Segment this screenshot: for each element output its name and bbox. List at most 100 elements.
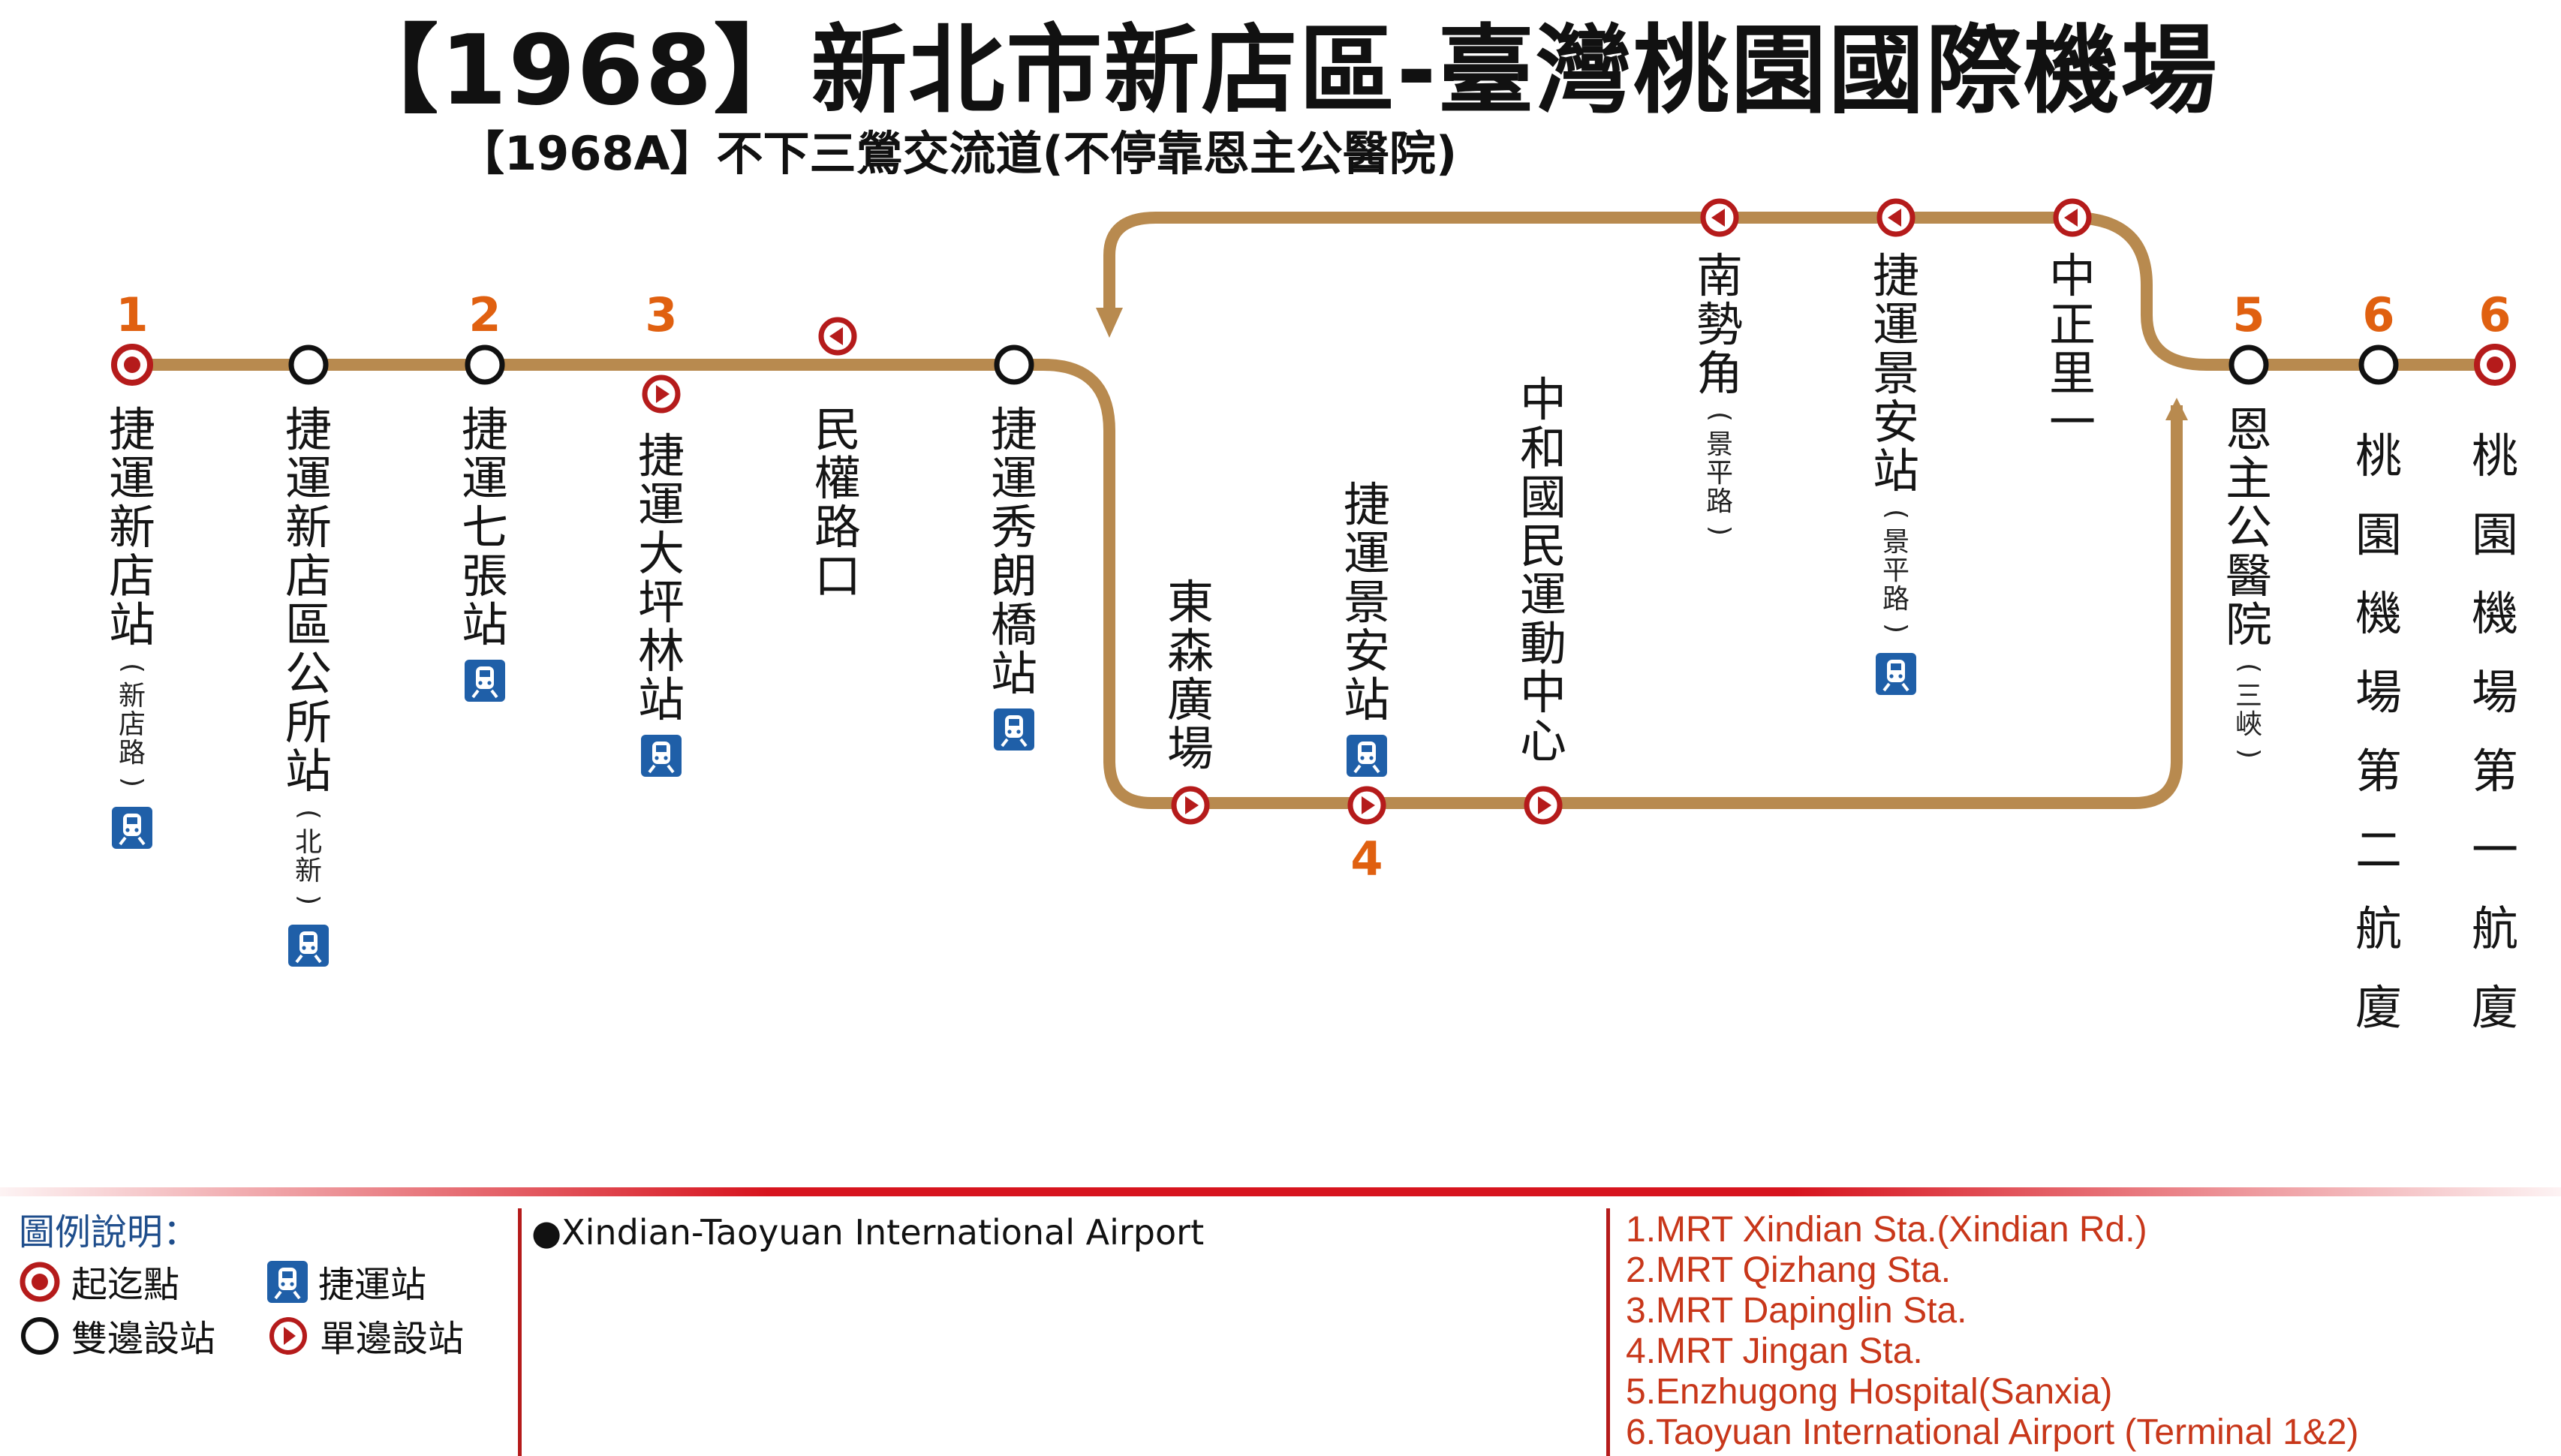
station-label-s7: 東森廣場 — [1157, 578, 1224, 773]
station-name: 捷運新店站 — [108, 402, 155, 652]
station-label-s9: 中和國民運動中心 — [1509, 375, 1577, 766]
mrt-station-icon — [1347, 735, 1387, 777]
play-left-icon — [1888, 209, 1901, 227]
station-label-s13: 恩主公醫院 (三峽) — [2215, 405, 2283, 768]
footnote: 5.Enzhugong Hospital(Sanxia) — [1626, 1372, 2113, 1412]
legend-separator-right — [1606, 1208, 1610, 1456]
station-name: 東森廣場 — [1166, 575, 1214, 776]
station-note: (三峽) — [2234, 662, 2265, 760]
legend-item-one-way: 單邊設站 — [267, 1315, 464, 1367]
play-left-icon — [2064, 209, 2078, 227]
english-route-title: ●Xindian-Taoyuan International Airport — [531, 1212, 1205, 1253]
station-marker-s3 — [465, 344, 505, 385]
station-label-s1: 捷運新店站 (新店路) — [98, 405, 166, 796]
terminal-stop-core — [2487, 356, 2503, 373]
legend-separator-left — [518, 1208, 522, 1456]
station-number: 4 — [1350, 832, 1383, 886]
station-label-s2: 捷運新店區公所站 (北新) — [275, 405, 342, 914]
station-number: 5 — [2232, 287, 2265, 342]
mrt-station-icon — [641, 735, 682, 777]
station-label-s3: 捷運七張站 — [451, 405, 519, 649]
station-marker-s9 — [1524, 786, 1563, 825]
station-name: 捷運新店區公所站 — [284, 402, 332, 799]
both-side-stop-icon — [994, 344, 1034, 385]
play-left-icon — [1711, 209, 1725, 227]
station-name: 中和國民運動中心 — [1519, 372, 1566, 769]
station-marker-s10 — [1700, 198, 1739, 237]
station-note: (景平路) — [1705, 411, 1735, 537]
station-marker-s13 — [2228, 344, 2269, 385]
station-label-s12: 中正里一 — [2039, 251, 2106, 447]
one-side-stop-icon — [267, 1315, 309, 1367]
page-title: 【1968】新北市新店區-臺灣桃園國際機場 — [342, 15, 2219, 127]
footnote: 6.Taoyuan International Airport (Termina… — [1626, 1412, 2359, 1452]
footnote: 2.MRT Qizhang Sta. — [1626, 1250, 1952, 1290]
station-number: 2 — [468, 287, 501, 342]
station-number: 3 — [645, 287, 678, 342]
station-name: 中正里一 — [2048, 248, 2096, 450]
station-name: 桃園機場第二航廈 — [2355, 429, 2402, 1035]
route-map — [111, 198, 2516, 825]
route-upper-line — [1103, 212, 2499, 371]
station-name: 捷運景安站 — [1343, 477, 1390, 727]
station-note: (北新) — [293, 808, 324, 906]
station-name: 捷運七張站 — [461, 402, 508, 652]
both-side-stop-icon — [2228, 344, 2269, 385]
footnote: 1.MRT Xindian Sta.(Xindian Rd.) — [1626, 1210, 2147, 1250]
station-number: 6 — [2478, 287, 2511, 342]
footnote: 4.MRT Jingan Sta. — [1626, 1331, 1923, 1371]
station-marker-s14 — [2358, 344, 2399, 385]
station-label-s8: 捷運景安站 — [1333, 480, 1401, 724]
station-name: 民權路口 — [814, 402, 861, 603]
page-subtitle: 【1968A】不下三鶯交流道(不停靠恩主公醫院) — [458, 126, 1458, 181]
mrt-station-icon — [267, 1261, 308, 1313]
station-marker-s15 — [2474, 344, 2516, 386]
terminal-stop-icon — [19, 1261, 61, 1313]
both-side-stop-icon — [19, 1315, 61, 1367]
mrt-station-icon — [112, 807, 152, 849]
station-label-s4: 捷運大坪林站 — [627, 432, 695, 724]
station-label-s6: 捷運秀朗橋站 — [980, 405, 1048, 698]
play-right-icon — [656, 385, 670, 403]
station-marker-s5 — [818, 317, 857, 356]
legend-divider — [0, 1187, 2561, 1196]
station-marker-s11 — [1876, 198, 1915, 237]
station-marker-s2 — [288, 344, 329, 385]
station-name: 恩主公醫院 — [2225, 402, 2272, 652]
legend-item-both: 雙邊設站 — [19, 1315, 215, 1367]
play-right-icon — [1185, 796, 1199, 814]
station-marker-s6 — [994, 344, 1034, 385]
station-label-s5: 民權路口 — [804, 405, 871, 600]
station-name: 桃園機場第一航廈 — [2471, 429, 2518, 1035]
station-label-s11: 捷運景安站(景平路) — [1862, 251, 1930, 642]
station-marker-s7 — [1171, 786, 1210, 825]
station-name: 捷運大坪林站 — [637, 429, 685, 727]
route-main-line — [132, 359, 2183, 809]
station-marker-s4 — [642, 375, 681, 414]
station-label-s14: 桃園機場第二航廈 — [2345, 417, 2412, 1047]
station-markers — [111, 198, 2516, 825]
station-note: (新店路) — [117, 662, 148, 788]
legend-label-one-way: 單邊設站 — [320, 1318, 465, 1360]
both-side-stop-icon — [288, 344, 329, 385]
footnote: 3.MRT Dapinglin Sta. — [1626, 1291, 1967, 1331]
legend-label-mrt: 捷運站 — [318, 1264, 427, 1306]
station-name: 南勢角 — [1696, 248, 1743, 401]
legend-item-mrt: 捷運站 — [267, 1261, 426, 1313]
mrt-station-icon — [288, 925, 329, 967]
station-number: 1 — [116, 287, 149, 342]
mrt-station-icon — [994, 708, 1034, 751]
legend-title: 圖例說明： — [19, 1211, 200, 1253]
legend-item-terminal: 起迄點 — [19, 1261, 179, 1313]
station-marker-s1 — [111, 344, 153, 386]
station-name: 捷運秀朗橋站 — [990, 402, 1037, 701]
play-right-icon — [1362, 796, 1375, 814]
legend-label-both: 雙邊設站 — [71, 1318, 216, 1360]
station-marker-s8 — [1347, 786, 1386, 825]
station-number: 6 — [2362, 287, 2395, 342]
station-label-s10: 南勢角 (景平路) — [1686, 251, 1753, 545]
both-side-stop-icon — [2358, 344, 2399, 385]
station-name: 捷運景安站 — [1872, 248, 1919, 498]
terminal-stop-core — [124, 356, 140, 373]
footnote-list: 1.MRT Xindian Sta.(Xindian Rd.) 2.MRT Qi… — [1626, 1210, 2359, 1453]
